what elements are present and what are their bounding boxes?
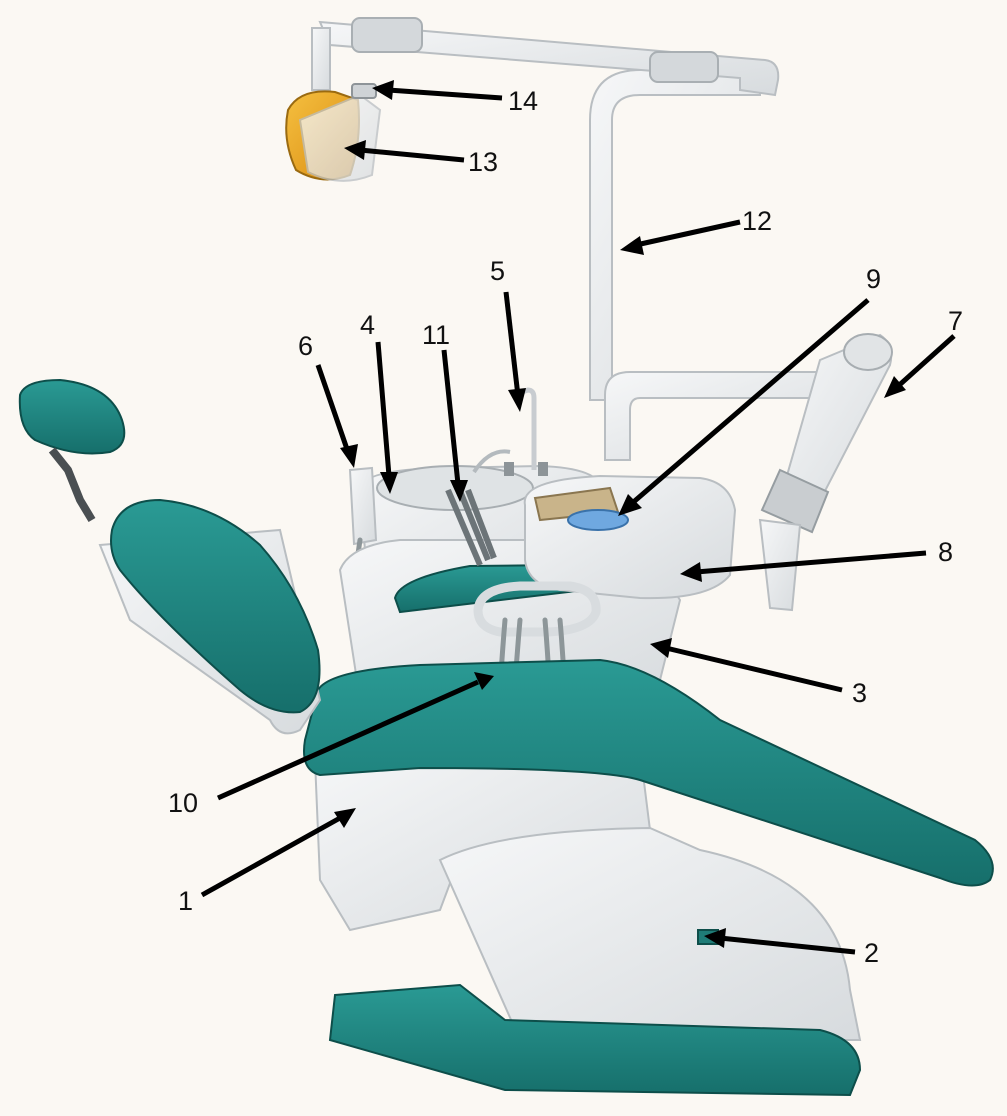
light-post [312,18,778,400]
callout-label-14: 14 [508,86,538,116]
callout-label-4: 4 [360,310,375,340]
callout-label-13: 13 [468,147,498,177]
callout-label-8: 8 [938,537,953,567]
callout-label-6: 6 [298,331,313,361]
callout-label-9: 9 [866,264,881,294]
callout-5: 5 [490,256,526,412]
callout-label-1: 1 [178,886,193,916]
callout-14: 14 [372,80,538,116]
callout-7: 7 [884,306,963,398]
callout-label-12: 12 [742,206,772,236]
callout-4: 4 [360,310,398,494]
callout-12: 12 [620,206,772,255]
callout-6: 6 [298,331,358,468]
callout-label-2: 2 [864,938,879,968]
callout-label-10: 10 [168,788,198,818]
callout-label-11: 11 [422,320,450,350]
operating-lamp [286,84,380,181]
callout-label-3: 3 [852,678,867,708]
callout-label-5: 5 [490,256,505,286]
callout-label-7: 7 [948,306,963,336]
